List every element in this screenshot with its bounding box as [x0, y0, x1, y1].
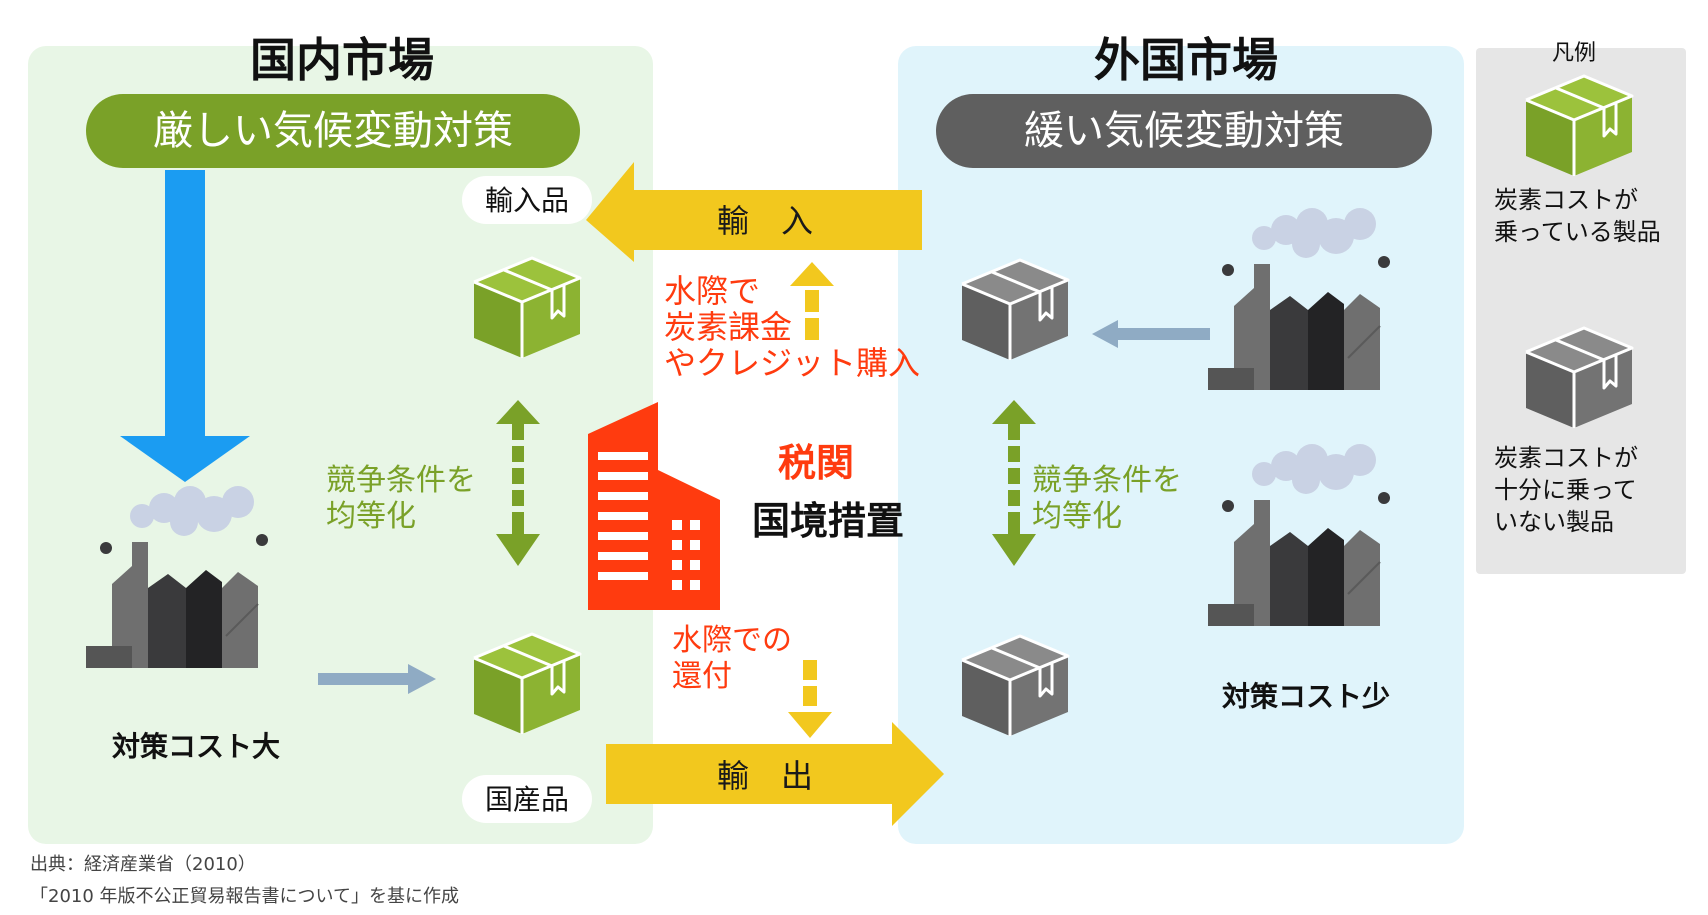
customs-label: 税関 [778, 441, 854, 485]
border-charge-line1: 水際で [664, 272, 760, 310]
foreign-compete-line2: 均等化 [1032, 499, 1122, 534]
source-line1: 出典：経済産業省（2010） [30, 854, 256, 875]
border-refund-arrow [788, 660, 832, 738]
domestic-label: 国産品 [485, 783, 569, 816]
legend-gray-line2: 十分に乗って [1494, 476, 1637, 504]
imported-label-pill [462, 176, 592, 224]
import-flow-label: 輸 入 [717, 202, 813, 240]
border-charge-line2: 炭素課金 [664, 308, 792, 346]
export-flow-label: 輸 出 [717, 757, 813, 795]
legend-green-line2: 乗っている製品 [1494, 218, 1661, 246]
domestic-policy-label: 厳しい気候変動対策 [153, 108, 513, 154]
foreign-policy-pill [936, 94, 1432, 168]
import-flow-arrow [586, 162, 922, 262]
border-refund-line1: 水際での [672, 623, 792, 658]
border-charge-line3: やクレジット購入 [664, 344, 920, 382]
legend-gray-line3: いない製品 [1494, 508, 1614, 536]
legend-title: 凡例 [1552, 41, 1596, 66]
legend-green-line1: 炭素コストが [1494, 186, 1638, 214]
domestic-equalize-arrow [496, 400, 540, 566]
domestic-policy-pill [86, 94, 580, 168]
domestic-cost-label: 対策コスト大 [112, 730, 280, 763]
imported-label: 輸入品 [485, 184, 569, 217]
foreign-market-title: 外国市場 [1094, 33, 1278, 87]
foreign-production-arrow [1092, 320, 1210, 348]
legend-panel [1476, 48, 1686, 574]
domestic-label-pill [462, 775, 592, 823]
domestic-market-title: 国内市場 [250, 33, 434, 87]
customs-building-icon [588, 402, 720, 610]
legend-gray-line1: 炭素コストが [1494, 444, 1638, 472]
domestic-compete-line2: 均等化 [326, 499, 416, 534]
policy-impact-arrow [120, 170, 250, 482]
border-charge-arrow [790, 262, 834, 340]
foreign-compete-line1: 競争条件を [1032, 463, 1182, 498]
border-refund-line2: 還付 [672, 659, 732, 694]
export-flow-arrow [606, 722, 944, 826]
foreign-cost-label: 対策コスト少 [1222, 680, 1390, 713]
source-line2: 「2010 年版不公正貿易報告書について」を基に作成 [30, 886, 459, 907]
foreign-equalize-arrow [992, 400, 1036, 566]
domestic-production-arrow [318, 664, 436, 694]
foreign-policy-label: 緩い気候変動対策 [1024, 108, 1344, 154]
domestic-compete-line1: 競争条件を [326, 463, 476, 498]
border-measures-label: 国境措置 [752, 499, 904, 543]
